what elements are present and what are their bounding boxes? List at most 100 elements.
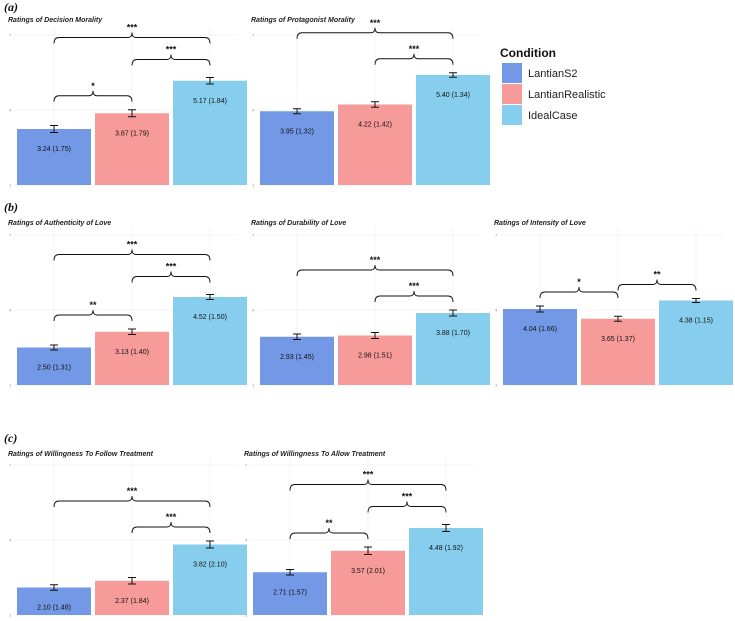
y-tick-label: 1 — [9, 383, 12, 388]
y-tick-label: 7 — [252, 33, 255, 38]
legend-swatch-lantianrealistic — [502, 84, 522, 104]
bar-lantians2 — [17, 347, 91, 385]
bar-idealcase — [173, 544, 247, 615]
bar-lantianrealistic — [95, 331, 169, 385]
y-tick-label: 7 — [252, 233, 255, 238]
bar-lantians2 — [17, 587, 91, 615]
significance-label: *** — [127, 23, 138, 33]
significance-label: ** — [653, 270, 661, 280]
significance-label: ** — [89, 300, 97, 310]
bar-value-label: 4.22 (1.42) — [358, 122, 392, 129]
bar-idealcase — [173, 297, 247, 385]
legend-label-lantianrealistic: LantianRealistic — [528, 89, 606, 101]
significance-bracket — [289, 527, 369, 540]
y-tick-label: 7 — [9, 233, 12, 238]
bar-idealcase — [173, 80, 247, 185]
significance-label: *** — [166, 262, 177, 272]
section-label-b: (b) — [4, 200, 18, 214]
significance-bracket — [374, 290, 454, 303]
significance-label: *** — [127, 486, 138, 496]
bar-value-label: 3.82 (2.10) — [193, 562, 227, 569]
significance-bracket — [374, 53, 454, 65]
y-tick-label: 4 — [9, 108, 12, 113]
significance-bracket — [53, 249, 211, 261]
y-tick-label: 1 — [9, 183, 12, 188]
significance-bracket — [539, 286, 619, 299]
y-tick-label: 7 — [245, 463, 248, 468]
bar-idealcase — [659, 300, 733, 385]
y-tick-label: 4 — [252, 108, 255, 113]
significance-label: * — [577, 277, 581, 287]
bar-value-label: 3.57 (2.01) — [351, 568, 385, 575]
panel-title: Ratings of Durability of Love — [251, 220, 346, 227]
panel-title: Ratings of Protagonist Morality — [251, 17, 356, 24]
bar-value-label: 5.17 (1.84) — [193, 98, 227, 105]
significance-bracket — [53, 32, 211, 44]
bar-value-label: 3.24 (1.75) — [37, 146, 71, 153]
chart-panels: Ratings of Decision Morality 1 4 7 3.24 (1.7… — [8, 17, 733, 618]
significance-label: *** — [370, 255, 381, 265]
significance-bracket — [131, 54, 211, 66]
significance-label: *** — [370, 18, 381, 28]
bar-lantianrealistic — [331, 550, 405, 615]
significance-bracket — [289, 479, 447, 491]
bar-value-label: 2.71 (1.57) — [273, 589, 307, 596]
y-tick-label: 4 — [495, 308, 498, 313]
significance-label: *** — [363, 470, 374, 480]
significance-label: *** — [409, 44, 420, 54]
significance-label: *** — [402, 492, 413, 502]
bar-value-label: 2.50 (1.31) — [37, 365, 71, 372]
bar-value-label: 4.52 (1.50) — [193, 314, 227, 321]
section-label-c: (c) — [4, 431, 17, 445]
significance-label: ** — [325, 518, 333, 528]
y-tick-label: 4 — [245, 538, 248, 543]
significance-bracket — [367, 501, 447, 513]
bar-idealcase — [409, 528, 483, 615]
bar-idealcase — [416, 313, 490, 385]
significance-label: *** — [409, 281, 420, 291]
significance-bracket — [617, 279, 697, 291]
y-tick-label: 1 — [245, 613, 248, 618]
y-tick-label: 1 — [252, 383, 255, 388]
bar-value-label: 2.37 (1.84) — [115, 598, 149, 605]
y-tick-label: 7 — [495, 233, 498, 238]
y-tick-label: 7 — [9, 463, 12, 468]
bar-lantians2 — [17, 129, 91, 185]
significance-bracket — [131, 521, 211, 534]
bar-value-label: 3.95 (1.32) — [280, 128, 314, 135]
bar-lantianrealistic — [581, 318, 655, 385]
y-tick-label: 1 — [495, 383, 498, 388]
bar-value-label: 4.38 (1.15) — [679, 318, 713, 325]
panel-title: Ratings of Willingness To Follow Treatme… — [8, 451, 154, 458]
significance-label: *** — [166, 45, 177, 55]
bar-lantianrealistic — [338, 104, 412, 185]
bar-lantianrealistic — [338, 335, 412, 385]
bar-lantians2 — [503, 309, 577, 385]
panel-title: Ratings of Decision Morality — [8, 17, 103, 24]
significance-label: *** — [127, 240, 138, 250]
bar-value-label: 5.40 (1.34) — [436, 92, 470, 99]
bar-value-label: 4.48 (1.92) — [429, 545, 463, 552]
bar-lantianrealistic — [95, 580, 169, 615]
bar-value-label: 4.04 (1.66) — [523, 326, 557, 333]
bar-value-label: 3.87 (1.79) — [115, 130, 149, 137]
chart-panel-5: Ratings of Intensity of Love 1 4 7 4.04 (1.6… — [494, 220, 733, 388]
y-tick-label: 1 — [252, 183, 255, 188]
section-label-a: (a) — [4, 0, 18, 14]
bar-value-label: 3.13 (1.40) — [115, 349, 149, 356]
y-tick-label: 4 — [9, 538, 12, 543]
legend: Condition LantianS2 LantianRealistic Ide… — [500, 46, 606, 125]
y-tick-label: 7 — [9, 33, 12, 38]
bar-lantianrealistic — [95, 113, 169, 185]
significance-bracket — [131, 271, 211, 283]
legend-swatch-lantians2 — [502, 63, 522, 83]
panel-title: Ratings of Intensity of Love — [494, 220, 586, 227]
legend-title: Condition — [500, 46, 556, 60]
significance-bracket — [296, 264, 454, 277]
bar-value-label: 2.98 (1.51) — [358, 353, 392, 360]
y-tick-label: 4 — [252, 308, 255, 313]
bar-value-label: 3.88 (1.70) — [436, 330, 470, 337]
